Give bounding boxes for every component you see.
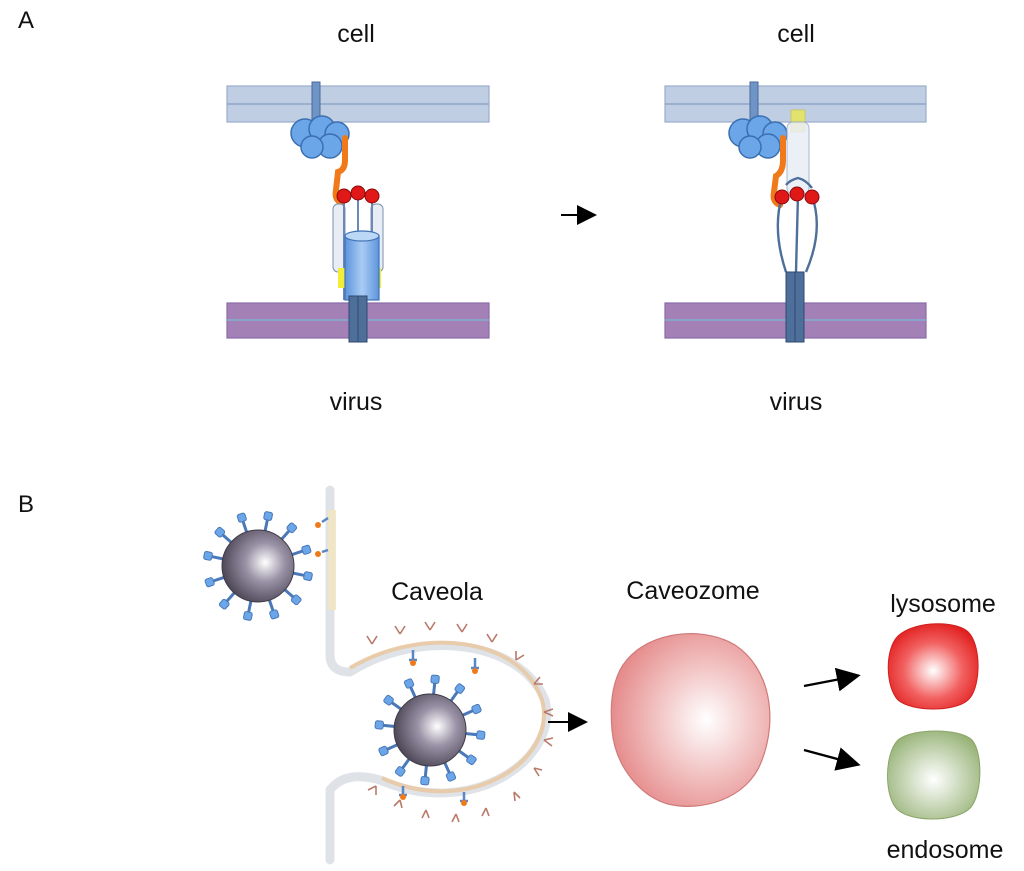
spike-head: [403, 678, 415, 689]
receptor-glyphs: [315, 516, 479, 806]
spike-head: [214, 526, 226, 538]
caveola-label: Caveola: [391, 578, 483, 606]
spike-head: [383, 694, 394, 706]
spike-head: [445, 771, 457, 782]
spike-head: [394, 766, 406, 777]
receptor-globule-right: [728, 115, 788, 159]
right-arrow-icon: [803, 667, 861, 692]
spike-head: [204, 577, 215, 588]
cell-label-right: cell: [777, 20, 815, 48]
spike-head: [476, 730, 486, 740]
spike-head: [378, 745, 389, 757]
helper-left-1: [338, 268, 348, 288]
spike-head: [454, 683, 466, 694]
tm-stalk-right: [785, 271, 805, 343]
endosome: [887, 730, 981, 820]
cell-label-left: cell: [337, 20, 375, 48]
spike-head: [263, 511, 273, 521]
tm-stalk-left: [348, 295, 368, 343]
spike-head: [269, 609, 280, 620]
virion-inside-caveola: [374, 674, 486, 786]
spike-head: [203, 551, 213, 561]
virus-label-left: virus: [330, 388, 383, 416]
right-arrow-icon: [803, 747, 861, 771]
spike-head: [301, 544, 312, 555]
spike-head: [420, 776, 430, 786]
linker-right: [770, 135, 786, 208]
panel-a-label: A: [18, 7, 34, 34]
caveola-coat: [348, 621, 554, 823]
spike-head: [286, 522, 298, 534]
red-balls-right: [774, 186, 820, 205]
virus-label-right: virus: [770, 388, 823, 416]
inserted-peptide-right: [786, 109, 810, 195]
cell-membrane-left: [226, 85, 490, 123]
spike-head: [430, 674, 440, 684]
red-balls-left: [336, 185, 380, 204]
virion-outside: [203, 511, 313, 621]
fusion-cylinder-left: [344, 230, 380, 301]
caveozome-label: Caveozome: [626, 577, 759, 605]
spike-head: [471, 703, 482, 715]
lysosome: [887, 623, 979, 710]
receptor-globule-left: [290, 115, 350, 159]
spike-head: [466, 754, 477, 766]
caveozome: [610, 633, 771, 807]
spike-head: [303, 571, 313, 581]
lysosome-label: lysosome: [890, 590, 996, 618]
spike-head: [218, 598, 230, 610]
endosome-label: endosome: [887, 836, 1004, 864]
spike-head: [290, 594, 302, 606]
panel-a-before: cell: [226, 20, 490, 416]
spike-head: [374, 720, 384, 730]
spike-head: [236, 512, 247, 523]
spike-head: [243, 611, 253, 621]
panel-a-after: cell: [664, 20, 927, 416]
panel-b-label: B: [18, 491, 34, 518]
